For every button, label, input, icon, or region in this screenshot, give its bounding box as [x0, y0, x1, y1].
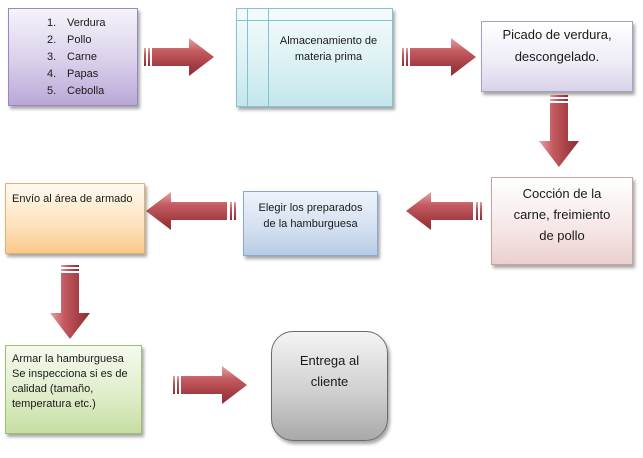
- arrow-right-icon: [402, 38, 476, 76]
- list-item: 3.Carne: [47, 51, 97, 63]
- storage-box: Almacenamiento de materia prima: [236, 8, 393, 107]
- list-item: 4.Papas: [47, 68, 99, 80]
- chopping-box: Picado de verdura, descongelado.: [481, 21, 633, 92]
- ingredients-list: 1.Verdura 2.Pollo 3.Carne 4.Papas 5.Cebo…: [9, 9, 137, 100]
- list-item: 2.Pollo: [47, 34, 92, 46]
- arrow-left-icon: [406, 192, 482, 230]
- arrow-right-icon: [173, 366, 247, 404]
- arrow-left-icon: [146, 192, 236, 230]
- ingredients-box: 1.Verdura 2.Pollo 3.Carne 4.Papas 5.Cebo…: [8, 8, 138, 106]
- send-box: Envío al área de armado: [5, 183, 145, 254]
- choose-box: Elegir los preparados de la hamburguesa: [243, 191, 378, 256]
- delivery-terminal: Entrega al cliente: [271, 331, 388, 441]
- arrow-down-icon: [50, 265, 90, 339]
- list-item: 1.Verdura: [47, 17, 106, 29]
- grid-line: [237, 20, 392, 21]
- storage-label: Almacenamiento de materia prima: [279, 35, 378, 63]
- grid-line: [268, 9, 269, 106]
- list-item: 5.Cebolla: [47, 85, 105, 97]
- arrow-down-icon: [539, 95, 579, 167]
- grid-line: [247, 9, 248, 106]
- cooking-box: Cocción de la carne, freimiento de pollo: [491, 177, 633, 265]
- arrow-right-icon: [144, 38, 214, 76]
- assemble-box: Armar la hamburguesa Se inspecciona si e…: [5, 345, 142, 434]
